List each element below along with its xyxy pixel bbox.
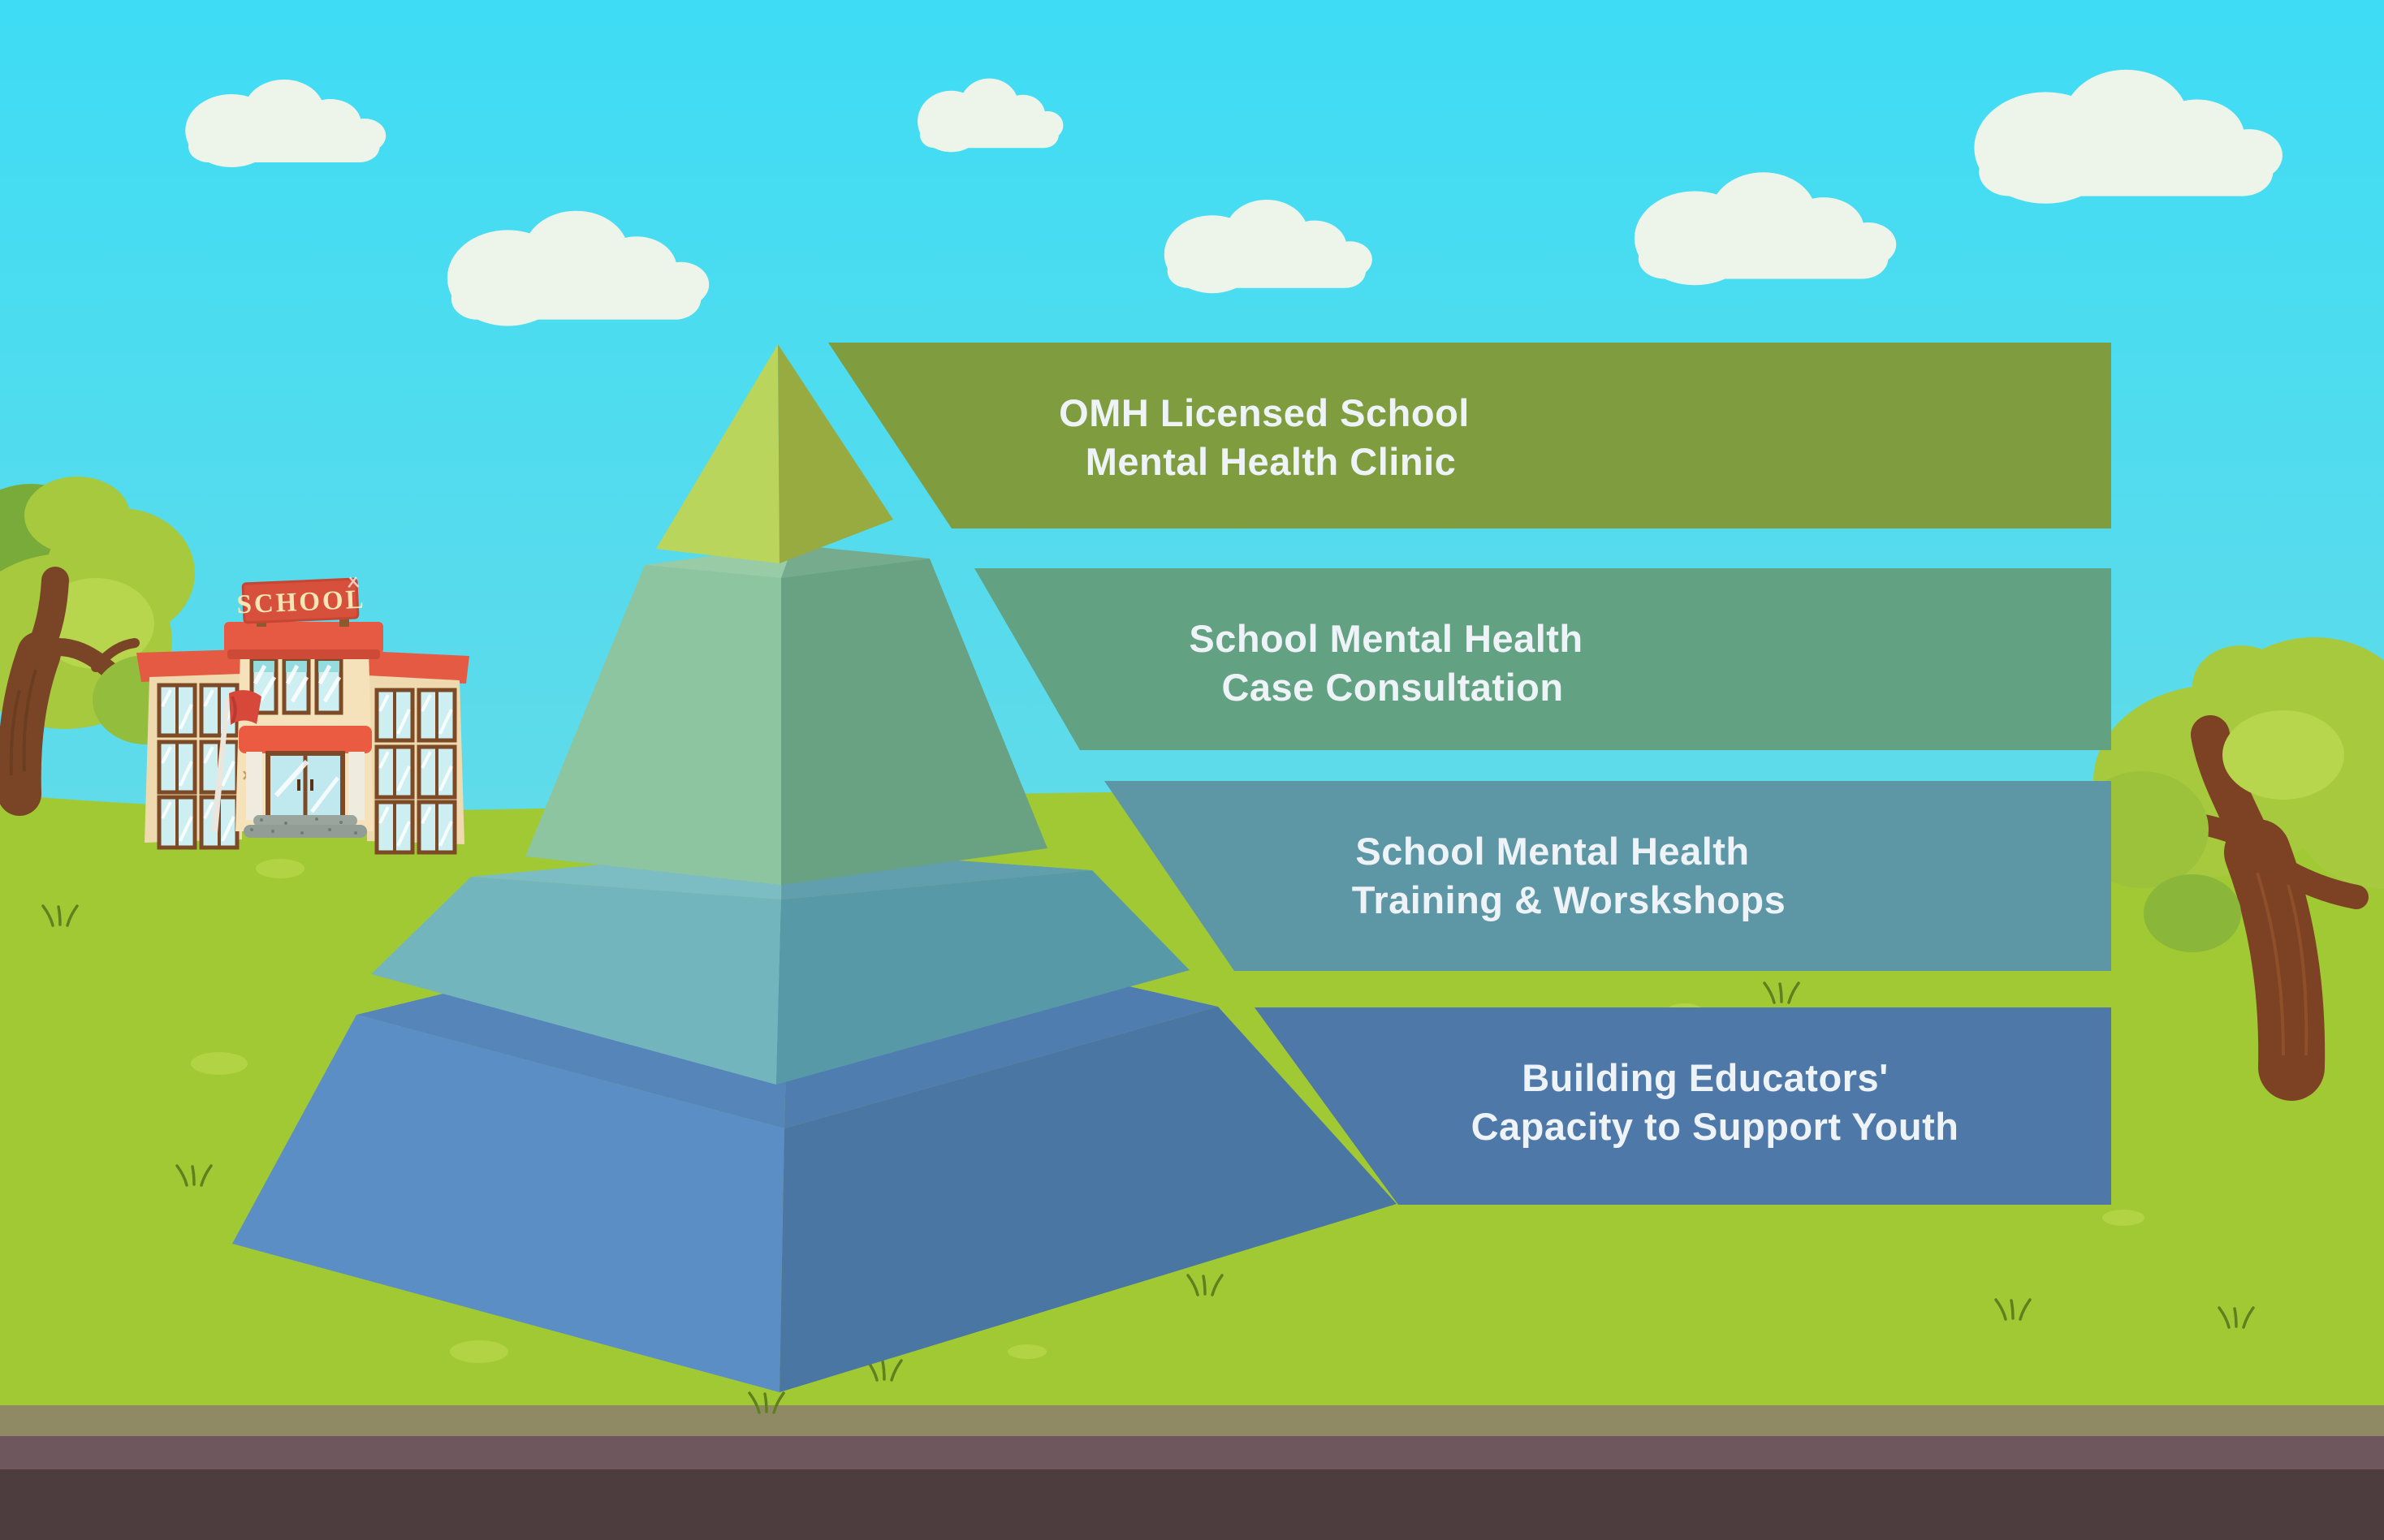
left-tree-trunk <box>0 632 61 816</box>
pyramid-tier2-right-face <box>781 559 1047 885</box>
banner-tier2-line2: Case Consultation <box>1221 666 1563 709</box>
banner-tier4-line1: Building Educators' <box>1522 1056 1889 1099</box>
left-tree <box>0 477 200 816</box>
school-right-wing-roof <box>365 651 469 684</box>
door-handle <box>310 779 313 791</box>
pyramid-tier4-right-face <box>780 1007 1397 1392</box>
school-roof-banner <box>224 622 383 654</box>
banner-tier3: School Mental Health Training & Worsksho… <box>1104 781 2111 971</box>
banners: OMH Licensed School Mental Health Clinic… <box>828 343 2111 1205</box>
banner-tier1-shape <box>828 343 2111 528</box>
grass-spot <box>1008 1344 1047 1359</box>
pyramid-tier2-top-right <box>781 545 930 578</box>
school-window <box>377 802 412 852</box>
banner-tier3-shape <box>1104 781 2111 971</box>
school-window <box>419 690 455 740</box>
school-window <box>159 797 195 848</box>
banner-tier1-line2: Mental Health Clinic <box>1086 440 1457 483</box>
pyramid-tier3-left-face <box>371 877 781 1085</box>
banner-tier1-line1: OMH Licensed School <box>1059 391 1470 434</box>
pyramid-tier4-left-face <box>232 1015 784 1392</box>
flag-fold <box>231 696 237 723</box>
banner-tier2-line1: School Mental Health <box>1189 617 1583 660</box>
grass-spot <box>256 859 304 878</box>
entrance-pilaster <box>348 752 365 820</box>
step-speckles <box>250 817 357 835</box>
entrance-pilaster <box>246 752 262 820</box>
grass-spot <box>191 1052 248 1075</box>
right-tree-bark-lines <box>2256 872 2308 1056</box>
pyramid-tier3-right-face <box>776 870 1190 1085</box>
school-window-tall <box>317 659 341 713</box>
school-sign: SCHOOL <box>236 576 367 624</box>
banner-tier3-line1: School Mental Health <box>1355 830 1749 873</box>
school-window <box>419 802 455 852</box>
school-step <box>253 815 357 826</box>
school-step <box>244 825 367 838</box>
door-glass-streak <box>274 759 309 798</box>
sign-scratch <box>348 576 360 589</box>
school-sign-text: SCHOOL <box>236 585 367 619</box>
banner-tier4-shape <box>1255 1007 2111 1205</box>
right-tree-foliage <box>2222 710 2344 800</box>
left-tree-bark-lines <box>9 669 37 776</box>
pyramid-tier1-left-face <box>656 344 780 563</box>
left-tree-branch <box>91 638 140 672</box>
school-window <box>159 685 195 735</box>
grass-spot <box>450 1340 508 1363</box>
road <box>0 1469 2384 1540</box>
banner-tier2-shape <box>974 568 2111 750</box>
school-roof-banner-shadow <box>227 649 380 659</box>
door-handle <box>297 779 300 791</box>
school-window <box>159 742 195 792</box>
right-tree-branch <box>2237 832 2369 909</box>
school-building: SCHOOL <box>136 576 469 852</box>
pyramid-tier2-left-face <box>525 565 781 885</box>
grass-spot <box>2102 1210 2144 1226</box>
banner-tier3-line2: Training & Worskshops <box>1352 878 1786 921</box>
school-window-tall <box>284 659 309 713</box>
curb-strip <box>0 1405 2384 1436</box>
pyramid <box>232 344 1397 1392</box>
school-window <box>377 690 412 740</box>
school-flag <box>229 690 261 725</box>
banner-tier4: Building Educators' Capacity to Support … <box>1255 1007 2111 1205</box>
school-sign-board <box>241 577 360 624</box>
school-window <box>377 747 412 797</box>
banner-tier1: OMH Licensed School Mental Health Clinic <box>828 343 2111 528</box>
right-tree-foliage <box>2144 874 2241 952</box>
door-glass-streak <box>310 776 339 813</box>
banner-tier2: School Mental Health Case Consultation <box>974 568 2111 750</box>
flag-pole <box>211 698 230 833</box>
curb-shadow-strip <box>0 1436 2384 1469</box>
school-window <box>419 747 455 797</box>
right-tree-trunk <box>2224 819 2326 1101</box>
school-left-wing-roof <box>136 649 245 682</box>
school-entrance-awning <box>239 726 372 753</box>
banner-tier4-line2: Capacity to Support Youth <box>1471 1105 1959 1148</box>
pyramid-tier1-right-face <box>778 344 893 563</box>
right-tree <box>2075 637 2384 1101</box>
